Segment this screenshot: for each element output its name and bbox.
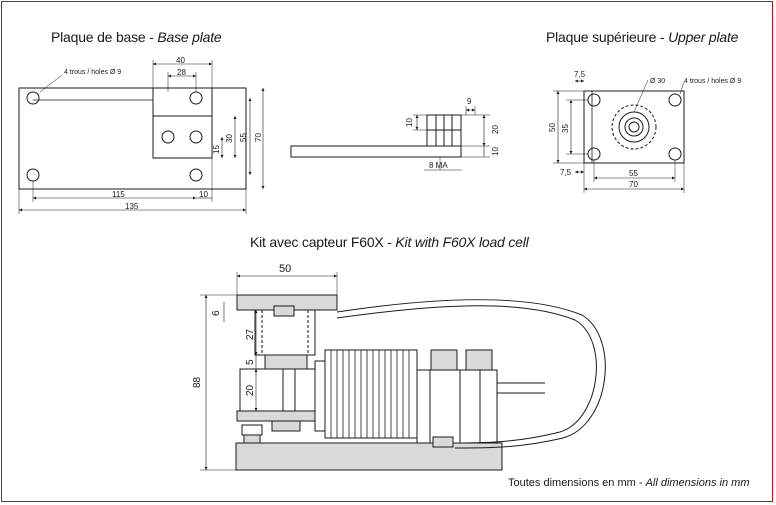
dim-label: 10	[491, 147, 500, 156]
base-holes-note: 4 trous / holes Ø 9	[64, 69, 121, 76]
side-plate	[290, 145, 462, 158]
upper-center-dashed	[611, 104, 657, 150]
upper-hole	[668, 147, 682, 161]
kit-assembly-drawing	[200, 272, 606, 471]
dim-label: 70	[254, 133, 263, 142]
upper-plate-drawing	[553, 79, 685, 193]
base-hole	[161, 130, 175, 144]
dim-label: 30	[225, 134, 234, 143]
dim-label: 135	[125, 202, 139, 211]
upper-plate-title: Plaque supérieure - Upper plate	[546, 29, 739, 45]
dim-label: 20	[491, 125, 500, 134]
upper-diameter-label: Ø 30	[650, 78, 665, 85]
dim-label: 27	[245, 328, 256, 340]
kit-right-bolt	[465, 349, 493, 371]
base-hole	[26, 168, 40, 182]
kit-right-block	[416, 369, 498, 444]
kit-base-plate	[235, 442, 503, 471]
dim-label: 20	[245, 384, 256, 396]
dim-label: 35	[561, 124, 570, 133]
kit-top-bolt	[273, 305, 295, 317]
dim-label: 9	[467, 97, 472, 106]
base-plate-title: Plaque de base - Base plate	[51, 29, 222, 45]
dim-label: 50	[548, 123, 557, 132]
kit-bellows	[324, 349, 418, 439]
kit-nut	[264, 354, 308, 370]
upper-hole	[587, 93, 601, 107]
units-note: Toutes dimensions en mm - All dimensions…	[508, 477, 750, 489]
base-hole	[26, 91, 40, 105]
upper-hole	[587, 147, 601, 161]
dim-label: 55	[629, 169, 638, 178]
base-hole	[189, 91, 203, 105]
base-plate-outline	[18, 87, 247, 190]
upper-holes-note: 4 trous / holes Ø 9	[684, 78, 741, 85]
base-plate-block	[152, 87, 213, 159]
dim-label: 70	[629, 180, 638, 189]
dim-label: 7,5	[574, 70, 586, 79]
dim-label: 50	[279, 263, 291, 275]
dim-label: 115	[112, 190, 125, 199]
kit-lower-block	[239, 368, 316, 412]
kit-lower-bolt	[271, 420, 301, 432]
dim-label: 5	[245, 359, 256, 365]
base-hole	[189, 130, 203, 144]
dim-label: 15	[212, 145, 221, 154]
dim-label: 55	[239, 133, 248, 142]
kit-title: Kit avec capteur F60X - Kit with F60X lo…	[250, 234, 529, 250]
dim-label: 88	[192, 376, 203, 388]
upper-hole	[668, 93, 682, 107]
dim-label: 10	[199, 190, 208, 199]
base-hole	[189, 168, 203, 182]
dim-label: 40	[176, 56, 185, 65]
kit-right-bolt	[430, 349, 458, 371]
side-view-drawing	[290, 106, 490, 171]
dim-label: 6	[211, 310, 222, 316]
dim-label: 10	[405, 118, 414, 127]
dim-label: 28	[177, 68, 186, 77]
dim-label: 7,5	[560, 168, 572, 177]
kit-top-block	[254, 309, 316, 356]
upper-center-ring	[618, 111, 650, 143]
thread-label: 8 MA	[429, 161, 448, 170]
base-plate-drawing	[18, 60, 265, 214]
